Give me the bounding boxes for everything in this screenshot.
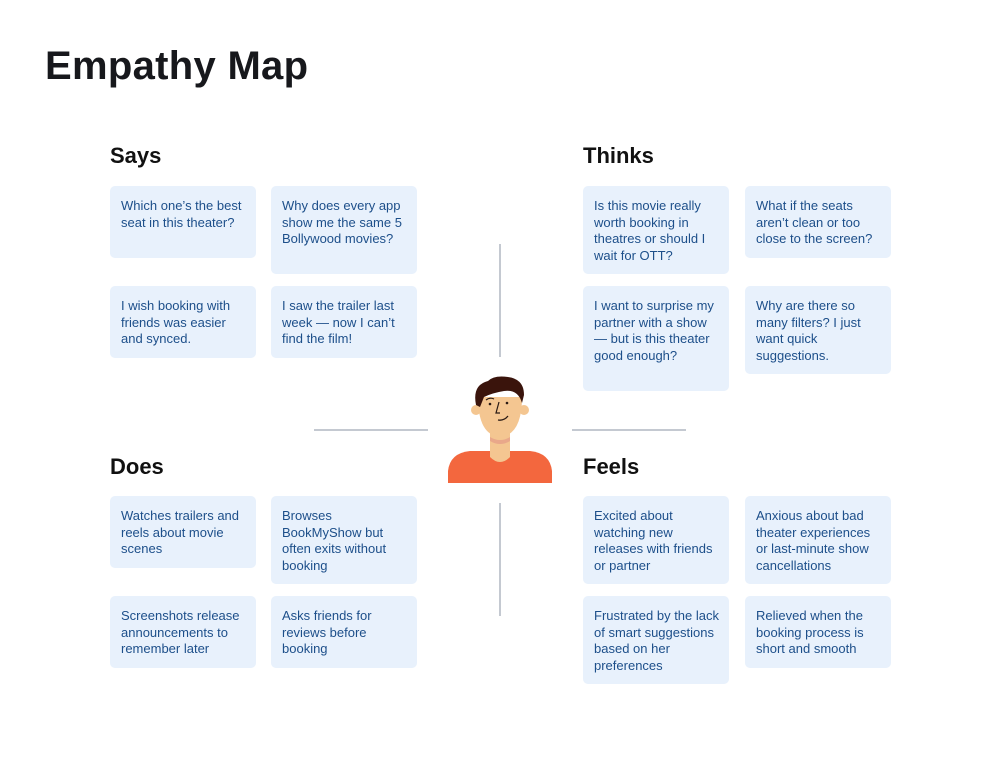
says-card: I saw the trailer last week — now I can’…: [271, 286, 417, 358]
divider-top: [499, 244, 501, 357]
feels-card: Relieved when the booking process is sho…: [745, 596, 891, 668]
divider-left: [314, 429, 428, 431]
does-card: Asks friends for reviews before booking: [271, 596, 417, 668]
thinks-heading: Thinks: [583, 143, 654, 168]
feels-card: Anxious about bad theater experiences or…: [745, 496, 891, 584]
does-heading: Does: [110, 454, 164, 479]
feels-card: Frustrated by the lack of smart suggesti…: [583, 596, 729, 684]
thinks-card: Why are there so many filters? I just wa…: [745, 286, 891, 374]
does-card: Watches trailers and reels about movie s…: [110, 496, 256, 568]
says-heading: Says: [110, 143, 162, 168]
user-avatar-icon: [448, 375, 552, 483]
thinks-card: I want to surprise my partner with a sho…: [583, 286, 729, 391]
divider-bottom: [499, 503, 501, 616]
does-card: Screenshots release announcements to rem…: [110, 596, 256, 668]
thinks-card: What if the seats aren’t clean or too cl…: [745, 186, 891, 258]
feels-card: Excited about watching new releases with…: [583, 496, 729, 584]
divider-right: [572, 429, 686, 431]
thinks-card: Is this movie really worth booking in th…: [583, 186, 729, 274]
feels-heading: Feels: [583, 454, 640, 479]
says-card: I wish booking with friends was easier a…: [110, 286, 256, 358]
does-card: Browses BookMyShow but often exits witho…: [271, 496, 417, 584]
says-card: Which one’s the best seat in this theate…: [110, 186, 256, 258]
says-card: Why does every app show me the same 5 Bo…: [271, 186, 417, 274]
page-title: Empathy Map: [45, 44, 309, 88]
